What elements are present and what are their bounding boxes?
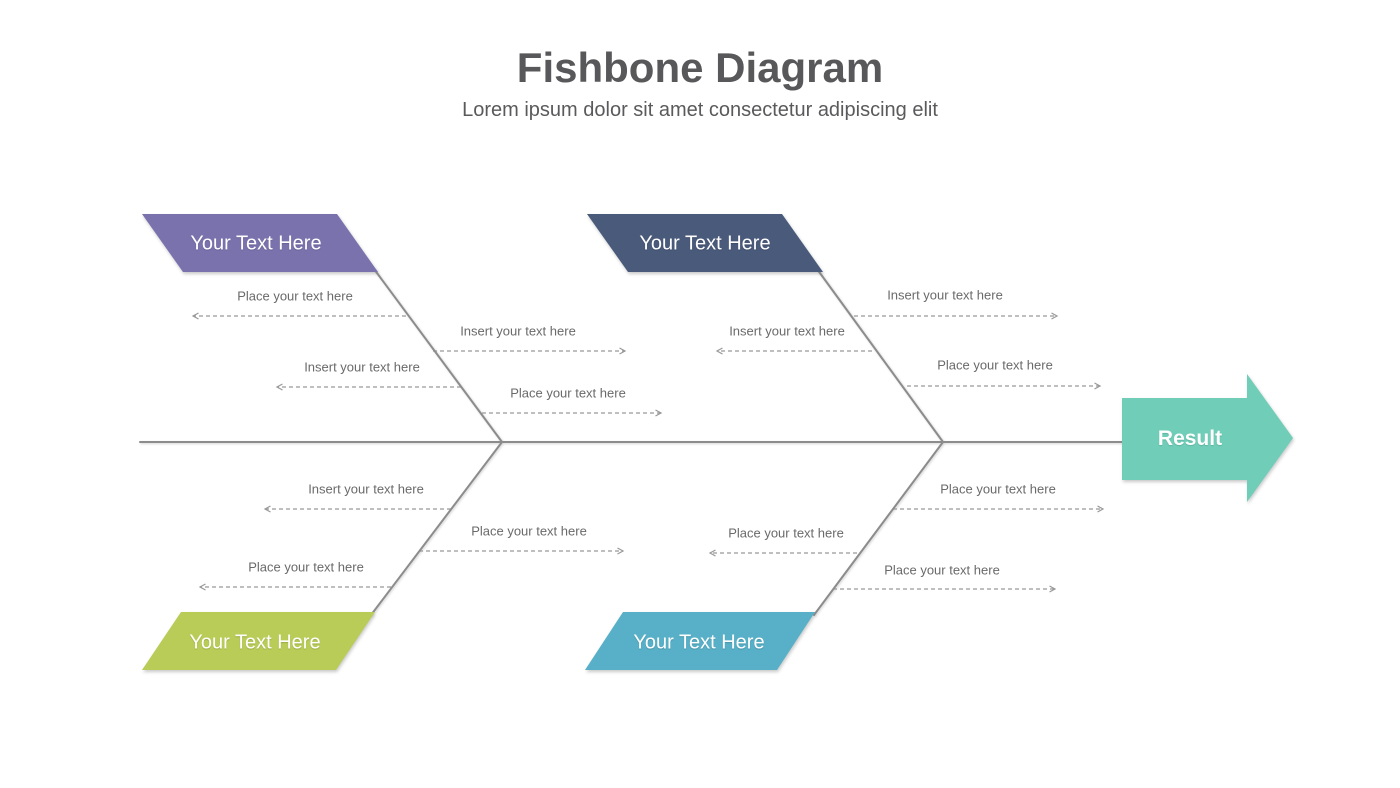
category-shape-bottom-left (142, 612, 375, 670)
category-label-bottom-left: Your Text Here (189, 631, 321, 654)
branch-label: Insert your text here (460, 323, 576, 339)
branch-label: Place your text here (940, 481, 1056, 497)
result-arrow-shape (1122, 374, 1293, 502)
fishbone-skeleton (139, 268, 1123, 616)
branch-label: Insert your text here (729, 323, 845, 339)
category-label-top-right: Your Text Here (639, 232, 771, 255)
branch-label: Place your text here (884, 562, 1000, 578)
page-subtitle: Lorem ipsum dolor sit amet consectetur a… (462, 99, 938, 121)
dashed-arrows (193, 316, 1103, 589)
bone-line-bottom-left (370, 441, 503, 616)
result-label: Result (1157, 427, 1223, 450)
branch-label: Place your text here (471, 523, 587, 539)
category-shape-top-right (587, 214, 823, 272)
branch-label: Insert your text here (308, 481, 424, 497)
category-shape-bottom-right (585, 612, 815, 670)
category-label-bottom-right: Your Text Here (633, 631, 765, 654)
page-title: Fishbone Diagram (516, 44, 884, 91)
branch-label: Place your text here (728, 525, 844, 541)
branch-label: Insert your text here (304, 359, 420, 375)
bone-line-top-right (816, 268, 944, 443)
bone-line-top-left (373, 268, 503, 443)
branch-label: Insert your text here (887, 287, 1003, 303)
branch-label: Place your text here (937, 357, 1053, 373)
branch-label: Place your text here (248, 559, 364, 575)
branch-label: Place your text here (510, 385, 626, 401)
bone-line-bottom-right (813, 441, 944, 616)
branch-label: Place your text here (237, 288, 353, 304)
category-label-top-left: Your Text Here (190, 232, 322, 255)
category-shape-top-left (142, 214, 378, 272)
